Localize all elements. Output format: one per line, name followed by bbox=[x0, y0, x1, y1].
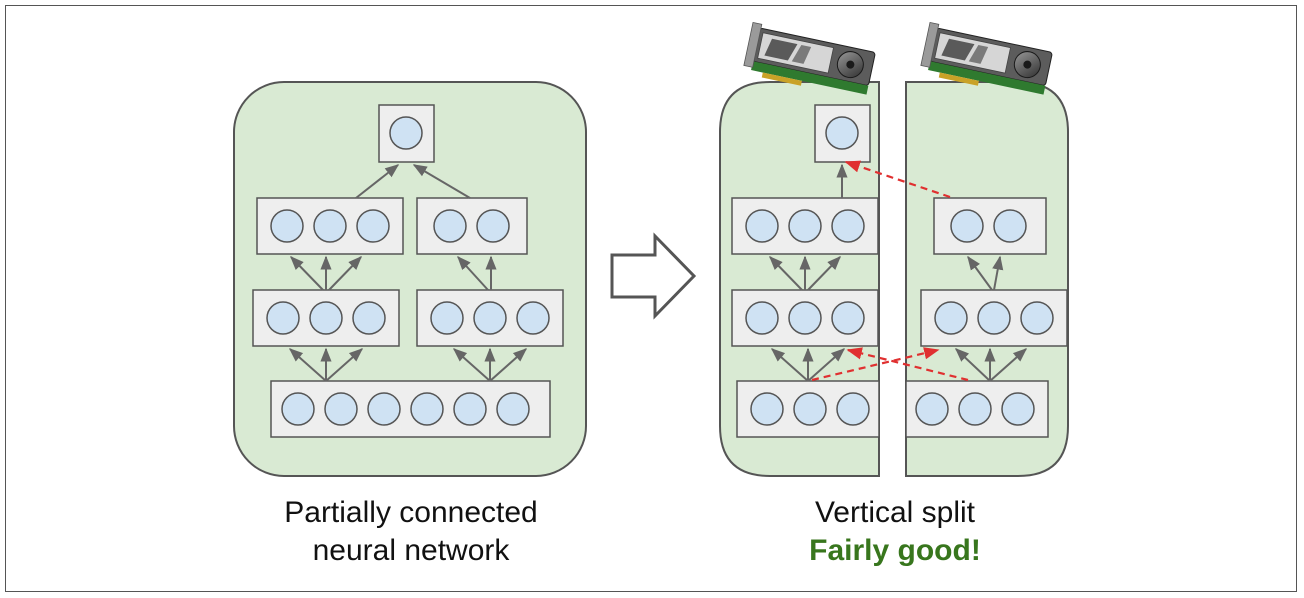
neuron bbox=[281, 392, 315, 426]
neuron bbox=[453, 392, 487, 426]
neuron bbox=[309, 301, 343, 335]
left-caption-line1: Partially connected bbox=[284, 496, 538, 529]
gpu-card-icon bbox=[743, 21, 876, 95]
neuron bbox=[313, 209, 347, 243]
neuron bbox=[516, 301, 550, 335]
neuron bbox=[356, 209, 390, 243]
device-1-panel bbox=[719, 81, 880, 477]
neuron bbox=[410, 392, 444, 426]
device-1-output-layer bbox=[814, 104, 871, 163]
right-caption-line1: Vertical split bbox=[814, 496, 976, 529]
device-1-hidden-layer-1 bbox=[731, 289, 879, 347]
device-2-input-layer bbox=[905, 380, 1049, 438]
hidden-layer-2-left bbox=[256, 197, 404, 255]
neuron bbox=[476, 209, 510, 243]
right-arrow-icon bbox=[610, 232, 697, 320]
neuron bbox=[750, 392, 784, 426]
neuron bbox=[745, 209, 779, 243]
output-layer bbox=[378, 104, 435, 163]
left-caption-line2: neural network bbox=[312, 534, 510, 567]
neuron bbox=[270, 209, 304, 243]
neuron bbox=[430, 301, 464, 335]
neuron bbox=[745, 301, 779, 335]
neuron bbox=[324, 392, 358, 426]
cross-device-connections bbox=[811, 160, 969, 382]
neuron bbox=[977, 301, 1011, 335]
hidden-layer-1-right bbox=[416, 289, 564, 347]
partially-connected-network bbox=[233, 81, 587, 477]
right-caption: Vertical split Fairly good! bbox=[700, 494, 1090, 570]
left-caption: Partially connected neural network bbox=[216, 494, 606, 570]
neuron bbox=[825, 116, 859, 150]
verdict-label: Fairly good! bbox=[809, 534, 981, 567]
neuron bbox=[433, 209, 467, 243]
neuron bbox=[367, 392, 401, 426]
intra-device-connections bbox=[769, 163, 1028, 382]
neuron bbox=[915, 392, 949, 426]
device-1-hidden-layer-2 bbox=[731, 197, 879, 255]
neuron bbox=[934, 301, 968, 335]
neuron bbox=[1020, 301, 1054, 335]
neuron bbox=[793, 392, 827, 426]
connections bbox=[288, 164, 528, 382]
neuron bbox=[266, 301, 300, 335]
neuron bbox=[788, 209, 822, 243]
device-2-hidden-layer-1 bbox=[920, 289, 1068, 347]
device-1-input-layer bbox=[736, 380, 880, 438]
neuron bbox=[1001, 392, 1035, 426]
hidden-layer-1-left bbox=[252, 289, 400, 347]
neuron bbox=[836, 392, 870, 426]
neuron bbox=[352, 301, 386, 335]
input-layer bbox=[270, 380, 551, 438]
neuron bbox=[831, 209, 865, 243]
gpu-card-icon bbox=[920, 21, 1053, 95]
neuron bbox=[788, 301, 822, 335]
vertical-split-network bbox=[719, 21, 1069, 477]
neuron bbox=[473, 301, 507, 335]
neuron bbox=[950, 209, 984, 243]
neuron bbox=[958, 392, 992, 426]
hidden-layer-2-right bbox=[416, 197, 528, 255]
neuron bbox=[831, 301, 865, 335]
device-2-hidden-layer-2 bbox=[933, 197, 1047, 255]
neuron bbox=[389, 116, 423, 150]
neuron bbox=[496, 392, 530, 426]
neuron bbox=[993, 209, 1027, 243]
